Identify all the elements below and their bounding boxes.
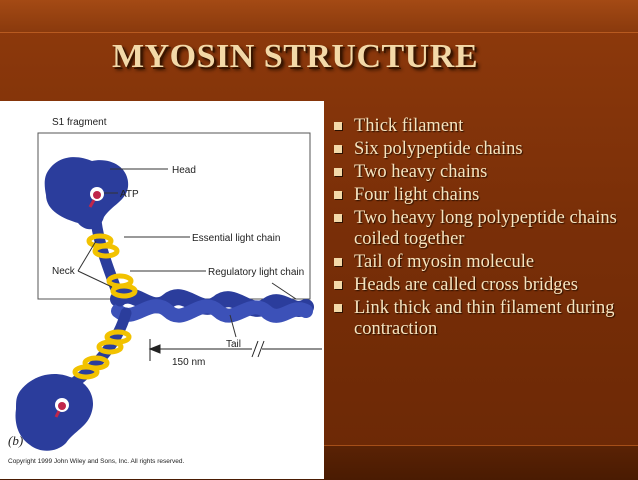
label-tail: Tail	[226, 339, 241, 350]
label-regulatory-light-chain: Regulatory light chain	[208, 267, 304, 278]
atp-molecule-icon	[58, 402, 66, 410]
bullet-text: Link thick and thin filament during cont…	[354, 298, 615, 339]
bullet-square-icon	[334, 145, 342, 153]
label-leader-lines	[77, 168, 297, 338]
bullet-square-icon	[334, 281, 342, 289]
panel-label: (b)	[8, 433, 23, 448]
upper-myosin-head	[44, 157, 129, 230]
coiled-tail	[110, 287, 314, 323]
bullet-text: Tail of myosin molecule	[354, 252, 535, 272]
bullet-square-icon	[334, 122, 342, 130]
bullet-square-icon	[334, 214, 342, 222]
slide-title: MYOSIN STRUCTURE	[112, 38, 478, 75]
bullet-text: Two heavy chains	[354, 162, 488, 182]
label-s1-fragment: S1 fragment	[52, 117, 107, 128]
bullet-list: Thick filament Six polypeptide chains Tw…	[332, 116, 632, 342]
label-length: 150 nm	[172, 357, 205, 368]
bullet-item: Two heavy chains	[332, 162, 632, 183]
bullet-item: Tail of myosin molecule	[332, 252, 632, 273]
bullet-square-icon	[334, 304, 342, 312]
bullet-text: Six polypeptide chains	[354, 139, 523, 159]
bullet-item: Two heavy long polypeptide chains coiled…	[332, 208, 632, 250]
label-essential-light-chain: Essential light chain	[192, 233, 280, 244]
light-chains	[72, 233, 138, 380]
length-dimension	[148, 339, 322, 361]
bullet-item: Heads are called cross bridges	[332, 275, 632, 296]
label-head: Head	[172, 165, 196, 176]
bullet-square-icon	[334, 168, 342, 176]
lower-myosin-head	[15, 373, 94, 451]
atp-tail-lower	[54, 410, 61, 418]
bullet-text: Thick filament	[354, 116, 464, 136]
atp-molecule-icon	[93, 191, 101, 199]
label-neck: Neck	[52, 266, 76, 277]
myosin-figure: S1 fragment Head ATP Essential light cha…	[0, 101, 324, 479]
atp-tail	[88, 199, 96, 208]
bullet-text: Two heavy long polypeptide chains coiled…	[354, 208, 617, 249]
bullet-item: Six polypeptide chains	[332, 139, 632, 160]
copyright-notice: Copyright 1999 John Wiley and Sons, Inc.…	[8, 458, 185, 465]
myosin-diagram: S1 fragment Head ATP Essential light cha…	[8, 117, 322, 465]
top-band	[0, 0, 638, 33]
label-atp: ATP	[120, 189, 139, 200]
bullet-item: Link thick and thin filament during cont…	[332, 298, 632, 340]
bullet-item: Four light chains	[332, 185, 632, 206]
bullet-text: Four light chains	[354, 185, 480, 205]
bullet-square-icon	[334, 191, 342, 199]
bullet-text: Heads are called cross bridges	[354, 275, 578, 295]
bullet-item: Thick filament	[332, 116, 632, 137]
bullet-square-icon	[334, 258, 342, 266]
